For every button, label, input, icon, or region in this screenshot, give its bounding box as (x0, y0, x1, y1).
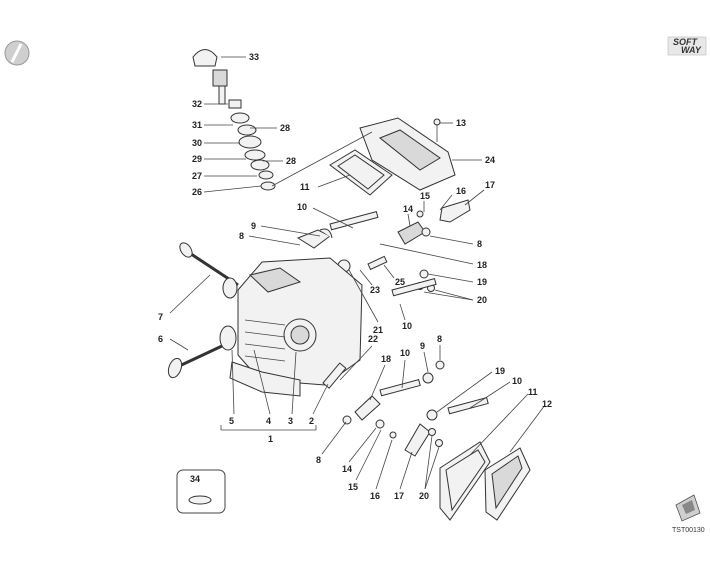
callout-21: 21 (373, 325, 383, 335)
callout-20a: 20 (477, 295, 487, 305)
callout-10c: 10 (400, 348, 410, 358)
svg-text:1: 1 (268, 434, 273, 444)
callout-8b: 8 (477, 239, 482, 249)
cover-gasket-top (329, 149, 393, 196)
callout-8a: 8 (239, 231, 244, 241)
callout-24: 24 (485, 155, 495, 165)
callout-17a: 17 (485, 180, 495, 190)
callout-15b: 15 (348, 482, 358, 492)
drawing-code: TST00130 (672, 527, 705, 534)
callout-23: 23 (370, 285, 380, 295)
callout-10d: 10 (512, 376, 522, 386)
callout-13: 13 (456, 118, 466, 128)
callout-31: 31 (192, 120, 202, 130)
lower-rocker-assembly (322, 360, 489, 457)
sleeve-stack (192, 49, 276, 191)
callout-8d: 8 (316, 455, 321, 465)
lower-cover (439, 441, 531, 521)
callout-27: 27 (192, 171, 202, 181)
callout-20b: 20 (419, 491, 429, 501)
callout-19b: 19 (495, 366, 505, 376)
callout-9a: 9 (251, 221, 256, 231)
callout-28a: 28 (280, 123, 290, 133)
rocker-cover (359, 117, 456, 191)
callout-2: 2 (309, 416, 314, 426)
callout-16a: 16 (456, 186, 466, 196)
callout-17b: 17 (394, 491, 404, 501)
callout-18a: 18 (477, 260, 487, 270)
cylinder-head (229, 257, 363, 397)
callout-11a: 11 (300, 182, 310, 192)
callout-4: 4 (266, 416, 271, 426)
callout-15a: 15 (420, 191, 430, 201)
callout-5: 5 (229, 416, 234, 426)
group-bracket: 1 (220, 425, 317, 444)
kit-box: 34 (176, 469, 226, 514)
callout-10b: 10 (402, 321, 412, 331)
callouts: 33 32 31 28 30 29 28 27 26 13 24 11 15 1… (158, 52, 552, 501)
callout-11b: 11 (528, 387, 538, 397)
callout-33: 33 (249, 52, 259, 62)
callout-22: 22 (368, 334, 378, 344)
page-corner-mark (4, 40, 30, 66)
svg-text:WAY: WAY (681, 45, 702, 55)
svg-text:34: 34 (190, 474, 200, 484)
callout-28b: 28 (286, 156, 296, 166)
callout-26: 26 (192, 187, 202, 197)
softway-logo: SOFT WAY (667, 36, 707, 56)
callout-32: 32 (192, 99, 202, 109)
svg-text:SOFT: SOFT (673, 37, 699, 47)
callout-30: 30 (192, 138, 202, 148)
callout-14a: 14 (403, 204, 413, 214)
callout-25: 25 (395, 277, 405, 287)
callout-14b: 14 (342, 464, 352, 474)
callout-3: 3 (288, 416, 293, 426)
callout-18b: 18 (381, 354, 391, 364)
valves (167, 242, 239, 379)
callout-10a: 10 (297, 202, 307, 212)
page-turn-icon (675, 494, 701, 522)
callout-12: 12 (542, 399, 552, 409)
callout-9b: 9 (420, 341, 425, 351)
callout-6: 6 (158, 334, 163, 344)
callout-19a: 19 (477, 277, 487, 287)
callout-8c: 8 (437, 334, 442, 344)
callout-29: 29 (192, 154, 202, 164)
callout-7: 7 (158, 312, 163, 322)
callout-16b: 16 (370, 491, 380, 501)
